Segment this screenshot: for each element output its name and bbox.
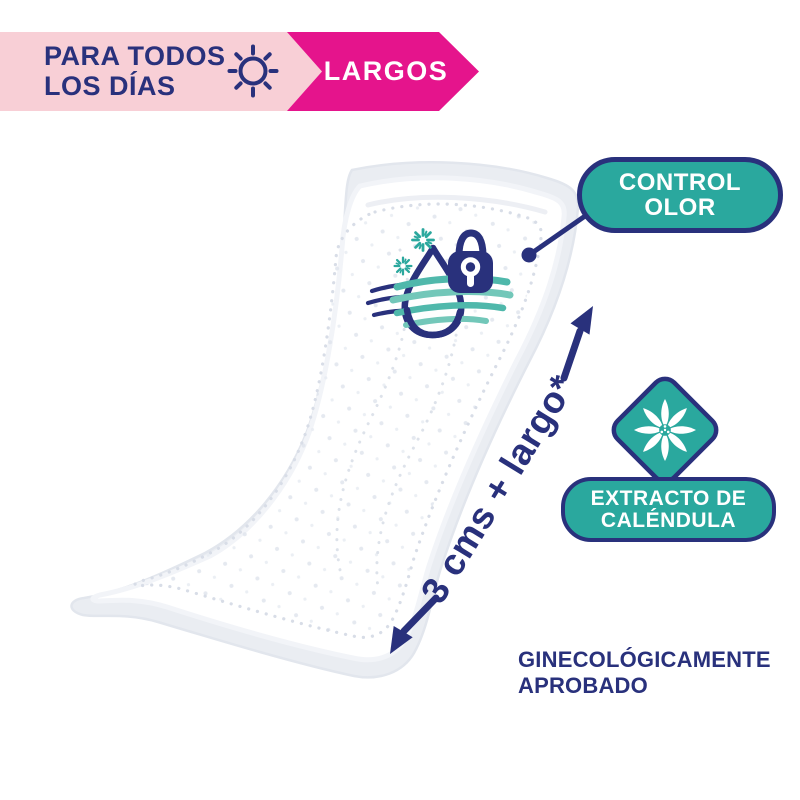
arrow-down-left-icon xyxy=(390,626,413,654)
audience-line2: LOS DÍAS xyxy=(44,71,176,101)
approval-line2: APROBADO xyxy=(518,673,648,698)
calendula-line1: EXTRACTO DE xyxy=(590,486,747,510)
water-drop-bottom-stroke xyxy=(403,306,464,339)
odor-control-line1: CONTROL xyxy=(618,169,742,196)
sun-icon xyxy=(227,44,279,98)
approval-line1: GINECOLÓGICAMENTE xyxy=(518,647,771,672)
calendula-flower-icon xyxy=(634,399,696,461)
callout-line xyxy=(527,211,590,258)
arrow-up-right-icon xyxy=(570,306,593,335)
approval-note: GINECOLÓGICAMENTE APROBADO xyxy=(518,647,771,699)
variant-label: LARGOS xyxy=(323,56,449,86)
callout-dot xyxy=(521,247,537,263)
calendula-badge: EXTRACTO DE CALÉNDULA xyxy=(561,477,776,542)
variant-badge: LARGOS xyxy=(322,32,450,111)
calendula-line2: CALÉNDULA xyxy=(600,508,737,532)
audience-band xyxy=(0,32,322,111)
audience-label: PARA TODOS LOS DÍAS xyxy=(44,41,226,101)
padlock-icon xyxy=(448,229,493,293)
odor-control-badge: CONTROL OLOR xyxy=(577,157,783,233)
freshness-logo xyxy=(365,228,514,339)
odor-control-line2: OLOR xyxy=(644,194,716,221)
audience-line1: PARA TODOS xyxy=(44,41,226,71)
calendula-diamond xyxy=(611,376,719,484)
pad-fold-line xyxy=(365,194,548,215)
